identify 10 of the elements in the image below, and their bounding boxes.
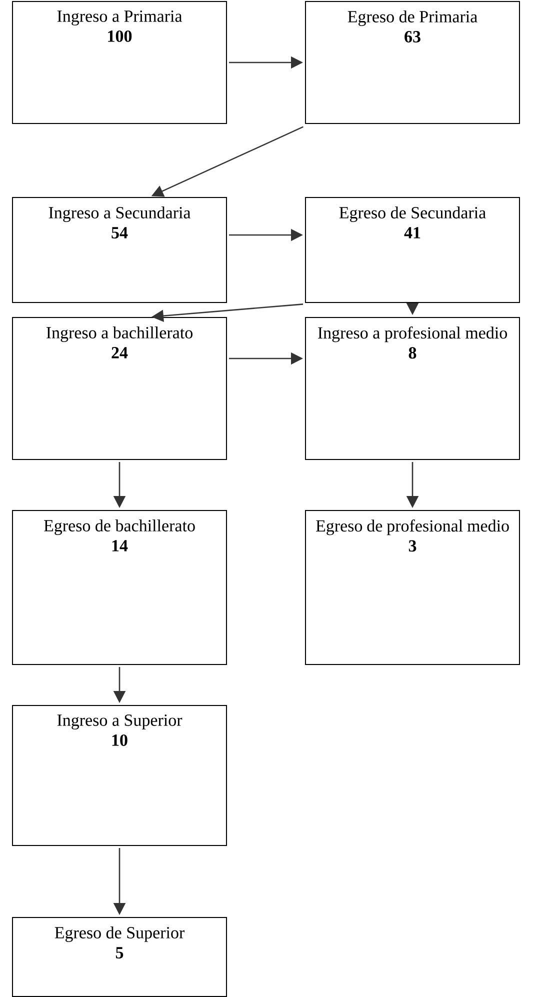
- process-box: Ingreso a Primaria 100: [12, 1, 227, 124]
- process-box: Egreso de bachillerato 14: [12, 510, 227, 665]
- process-box: Egreso de Superior 5: [12, 917, 227, 997]
- process-box: Egreso de profesional medio 3: [305, 510, 520, 665]
- process-box: Ingreso a Superior 10: [12, 705, 227, 846]
- process-box: Ingreso a profesional medio 8: [305, 317, 520, 460]
- process-box: Egreso de Secundaria 41: [305, 197, 520, 303]
- process-box: Ingreso a Secundaria 54: [12, 197, 227, 303]
- process-box: Ingreso a bachillerato 24: [12, 317, 227, 460]
- process-box: Egreso de Primaria 63: [305, 1, 520, 124]
